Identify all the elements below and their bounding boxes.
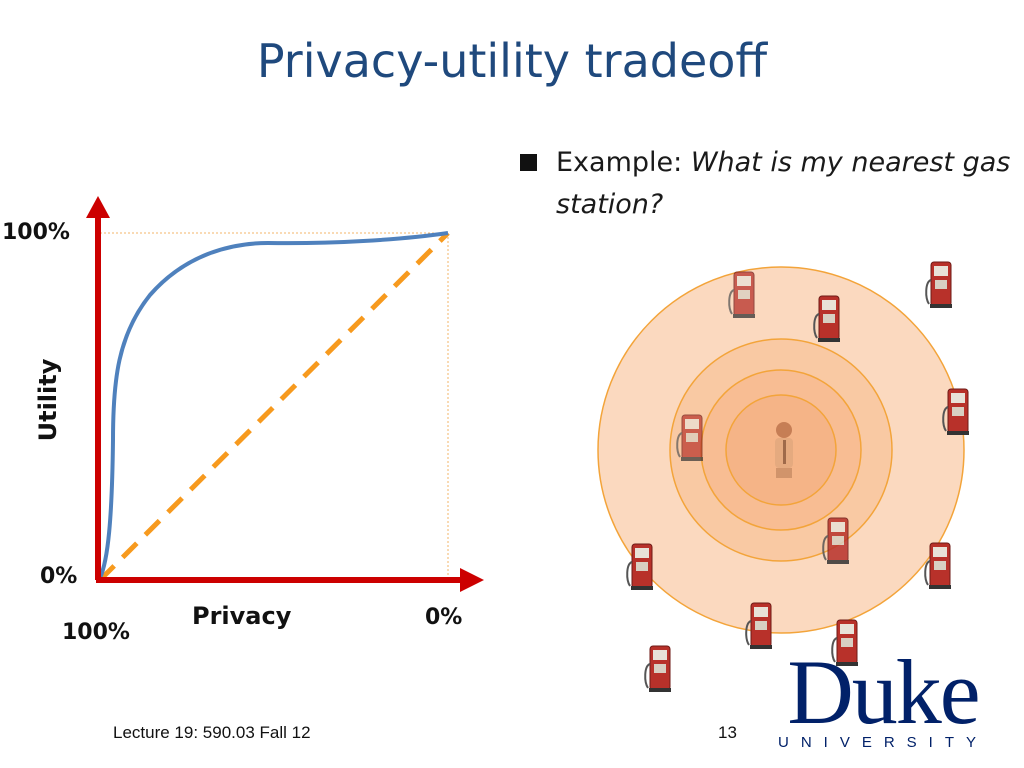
slide-title: Privacy-utility tradeoff: [256, 34, 768, 88]
diagonal-line: [98, 231, 450, 582]
footer-lecture: Lecture 19: 590.03 Fall 12: [113, 723, 311, 742]
duke-logo-wordmark: Duke: [787, 641, 980, 743]
x-axis-label: Privacy: [192, 602, 292, 630]
x-axis-arrow-icon: [460, 568, 484, 592]
y-axis-label: Utility: [34, 358, 62, 442]
gas-pump-icon: [644, 645, 672, 693]
bullet-text: Example: What is my nearest gas station?: [556, 142, 1024, 226]
duke-logo-university: UNIVERSITY: [777, 734, 988, 751]
person-icon: [775, 422, 793, 478]
y-axis-arrow-icon: [86, 196, 110, 218]
y-bottom-label: 0%: [40, 564, 78, 589]
x-right-label: 0%: [425, 605, 463, 630]
bullet-question: What is my nearest gas station?: [556, 147, 1011, 220]
x-left-label: 100%: [62, 620, 130, 645]
tradeoff-curve: [98, 231, 449, 579]
gas-pump-icon: [925, 261, 953, 309]
bullet-square-icon: [520, 154, 537, 171]
y-top-label: 100%: [2, 220, 70, 245]
duke-logo: Duke UNIVERSITY: [768, 646, 998, 756]
page-number: 13: [718, 723, 737, 742]
tradeoff-plot: [86, 196, 484, 592]
gas-station-illustration: [597, 261, 970, 693]
bullet-prefix: Example:: [556, 147, 691, 178]
